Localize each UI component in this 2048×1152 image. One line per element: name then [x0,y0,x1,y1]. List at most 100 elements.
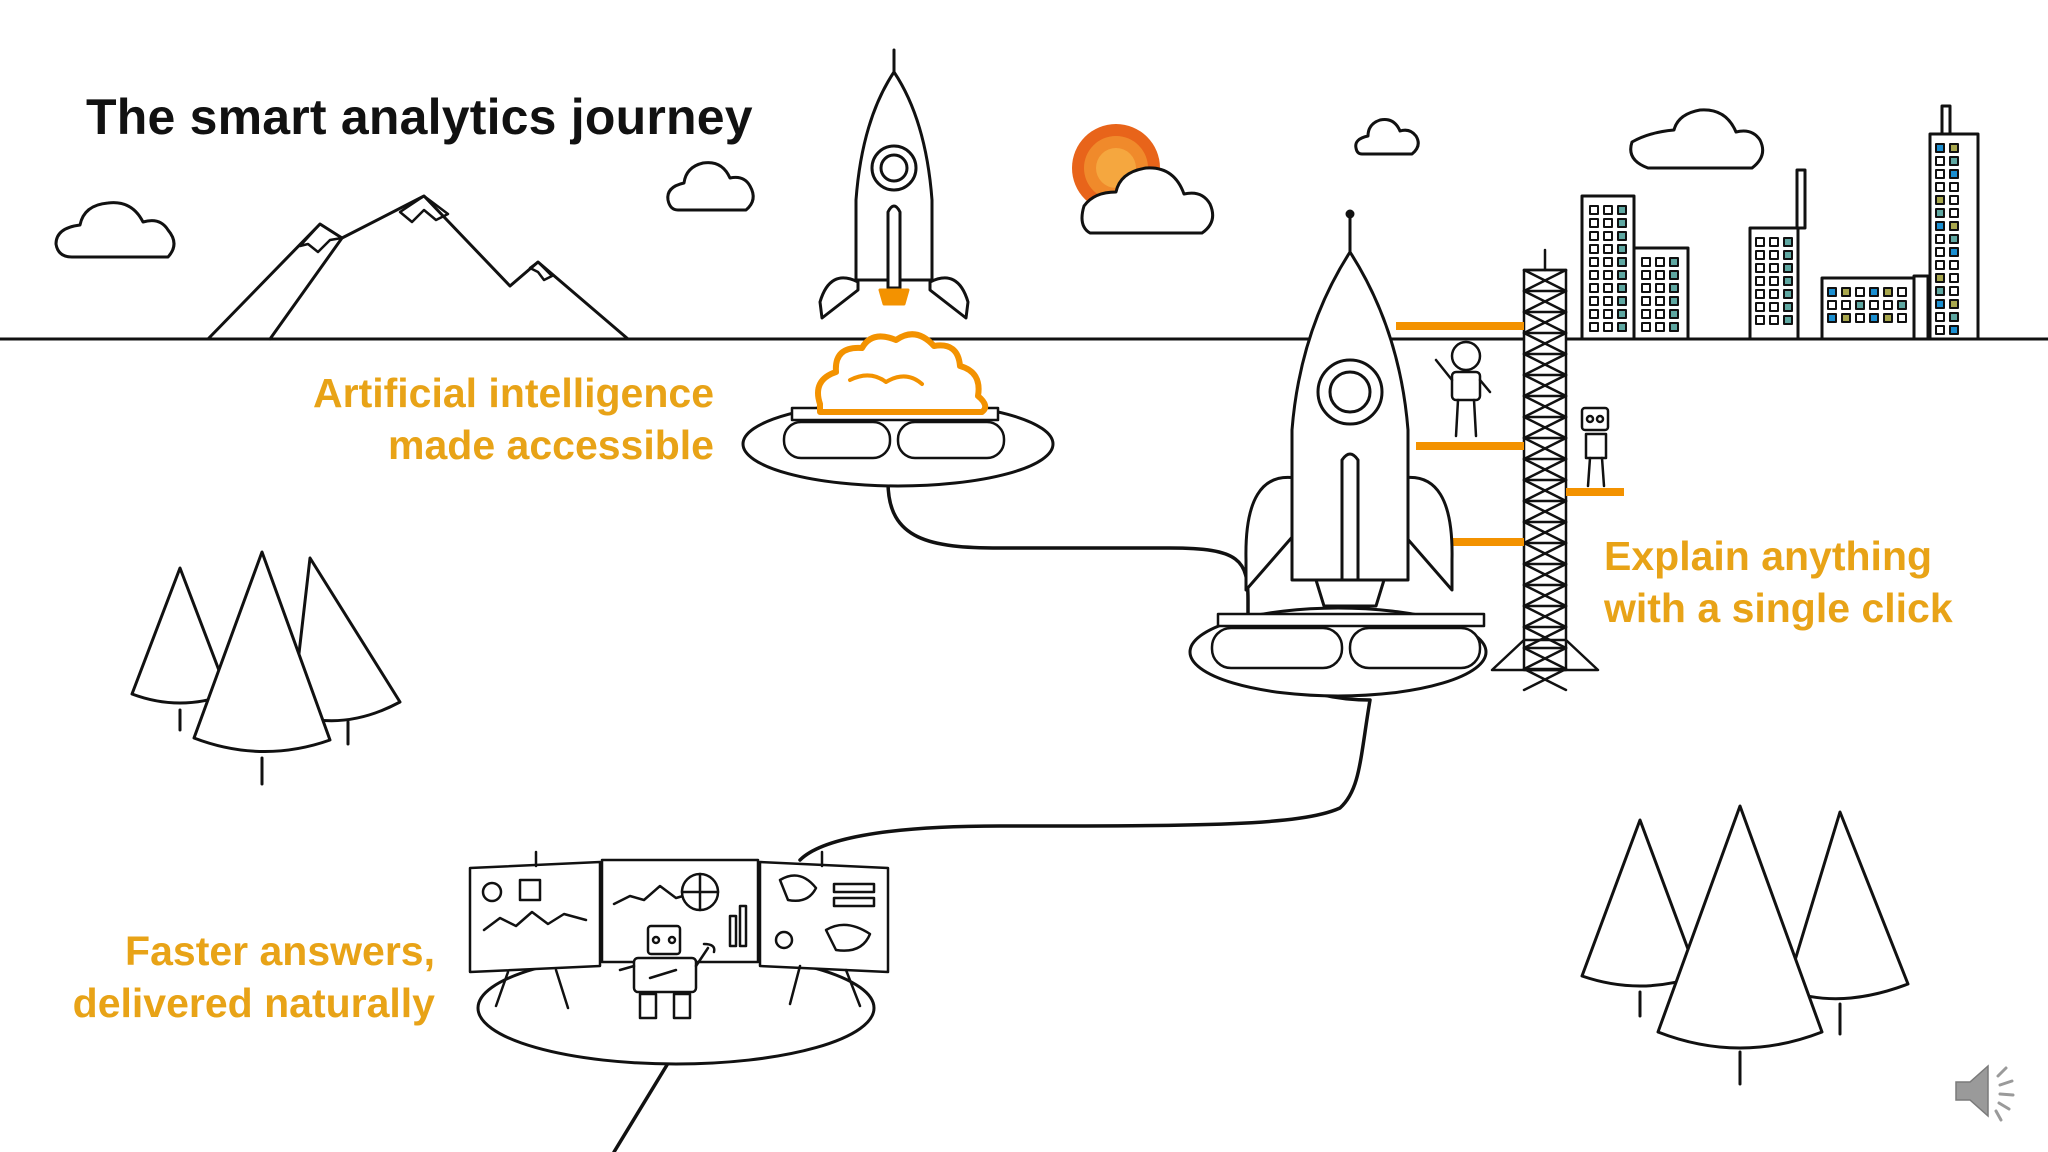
tower-brace [1522,667,1568,692]
building-window [1769,302,1779,312]
cloud-icon [1629,108,1765,170]
building-window [1783,263,1793,273]
building-window [1769,263,1779,273]
building-window [1617,218,1627,228]
building-window [1655,270,1665,280]
building-window [1935,234,1945,244]
building-window [1827,287,1837,297]
building-window [1641,270,1651,280]
building-window [1603,257,1613,267]
building-window [1617,296,1627,306]
tower-brace [1522,373,1568,398]
tower-brace [1522,415,1568,440]
building-window [1603,205,1613,215]
building-window [1869,287,1879,297]
building-window [1617,244,1627,254]
building-window [1755,237,1765,247]
robot-figure [1580,406,1610,488]
building-window [1655,257,1665,267]
building-window [1949,156,1959,166]
building-window [1603,296,1613,306]
tower-brace [1522,541,1568,566]
building-window [1755,263,1765,273]
building-window [1617,231,1627,241]
audio-speaker-button[interactable] [1950,1058,2026,1124]
building-window [1655,309,1665,319]
building-window [1669,257,1679,267]
building-window [1949,169,1959,179]
building-window [1935,221,1945,231]
building-window [1883,300,1893,310]
tower-brace [1522,268,1568,293]
building-window [1641,296,1651,306]
building-window [1589,231,1599,241]
building-window [1603,309,1613,319]
milestone-line: Artificial intelligence [313,370,714,416]
building-window [1883,287,1893,297]
page-title: The smart analytics journey [86,89,753,145]
building-window [1617,283,1627,293]
astronaut-figure [1434,340,1492,438]
building-window [1841,287,1851,297]
tower-brace [1522,499,1568,524]
building-window [1655,283,1665,293]
building-window [1935,169,1945,179]
building-window [1855,300,1865,310]
building-window [1949,208,1959,218]
milestone-ai-accessible-label: Artificial intelligence made accessible [313,367,714,471]
building-window [1935,143,1945,153]
building-window [1617,270,1627,280]
building-window [1769,289,1779,299]
building-window [1603,231,1613,241]
building-window [1641,283,1651,293]
building-window [1589,283,1599,293]
building-window [1935,195,1945,205]
building-window [1897,287,1907,297]
building-window [1783,250,1793,260]
building-window [1783,302,1793,312]
building-window [1949,273,1959,283]
building-window [1827,300,1837,310]
cloud-icon [1080,166,1215,235]
building-window [1783,315,1793,325]
building-window [1949,260,1959,270]
milestone-faster-answers-label: Faster answers, delivered naturally [73,925,435,1029]
building-window [1935,208,1945,218]
cloud-icon [666,161,755,212]
building-window [1935,247,1945,257]
building-window [1769,315,1779,325]
tower-brace [1522,625,1568,650]
tower-brace [1522,562,1568,587]
building-window [1755,250,1765,260]
building-window [1769,276,1779,286]
mountains [206,194,630,341]
building-window [1603,270,1613,280]
tower-brace [1522,310,1568,335]
building-window [1589,244,1599,254]
building-window [1669,270,1679,280]
building-window [1949,286,1959,296]
building-window [1603,322,1613,332]
building-window [1935,182,1945,192]
building-window [1841,313,1851,323]
building-windows [1589,143,1959,335]
building-window [1949,312,1959,322]
tower-brace [1522,352,1568,377]
building-window [1783,237,1793,247]
tower-brace [1522,604,1568,629]
building-window [1949,182,1959,192]
building-window [1589,296,1599,306]
building-window [1755,315,1765,325]
building-window [1603,244,1613,254]
tower-brace [1522,520,1568,545]
rocket-small [818,48,970,320]
building-window [1827,313,1837,323]
cloud-icon [1354,118,1420,156]
milestone-line: Faster answers, [125,928,435,974]
building-window [1935,299,1945,309]
dashboard-screens [468,850,890,1010]
building-window [1655,296,1665,306]
building-window [1655,322,1665,332]
building-window [1755,302,1765,312]
building-window [1669,283,1679,293]
